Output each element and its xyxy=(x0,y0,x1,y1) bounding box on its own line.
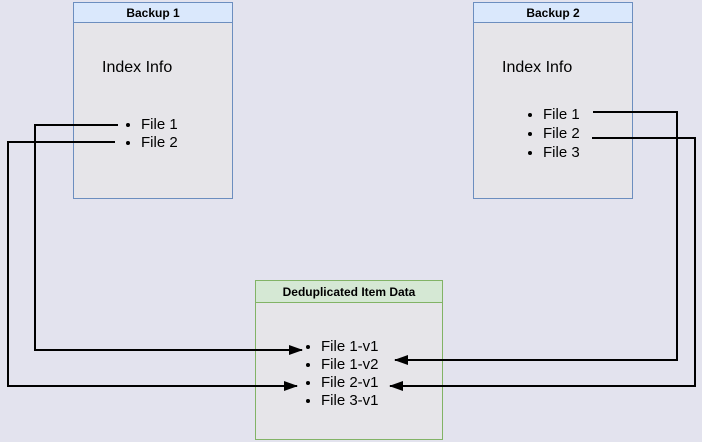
list-item: File 2 xyxy=(141,134,178,152)
backup1-header: Backup 1 xyxy=(74,3,232,23)
list-item: File 2-v1 xyxy=(321,374,379,392)
backup1-file-list: File 1File 2 xyxy=(125,116,178,152)
dedup-box: Deduplicated Item Data File 1-v1File 1-v… xyxy=(255,280,443,440)
list-item: File 1-v2 xyxy=(321,356,379,374)
list-item: File 1 xyxy=(141,116,178,134)
backup2-title: Backup 2 xyxy=(526,6,580,20)
list-item: File 1-v1 xyxy=(321,338,379,356)
backup2-file-list: File 1File 2File 3 xyxy=(527,105,580,162)
backup1-title: Backup 1 xyxy=(126,6,180,20)
backup2-header: Backup 2 xyxy=(474,3,632,23)
dedup-header: Deduplicated Item Data xyxy=(256,281,442,303)
dedup-title: Deduplicated Item Data xyxy=(282,285,416,299)
dedup-item-list: File 1-v1File 1-v2File 2-v1File 3-v1 xyxy=(305,338,379,410)
list-item: File 2 xyxy=(543,124,580,143)
list-item: File 3 xyxy=(543,143,580,162)
backup1-box: Backup 1 Index Info File 1File 2 xyxy=(73,2,233,199)
list-item: File 3-v1 xyxy=(321,392,379,410)
backup2-box: Backup 2 Index Info File 1File 2File 3 xyxy=(473,2,633,199)
backup1-index-label: Index Info xyxy=(102,59,173,76)
list-item: File 1 xyxy=(543,105,580,124)
backup2-index-label: Index Info xyxy=(502,59,573,76)
